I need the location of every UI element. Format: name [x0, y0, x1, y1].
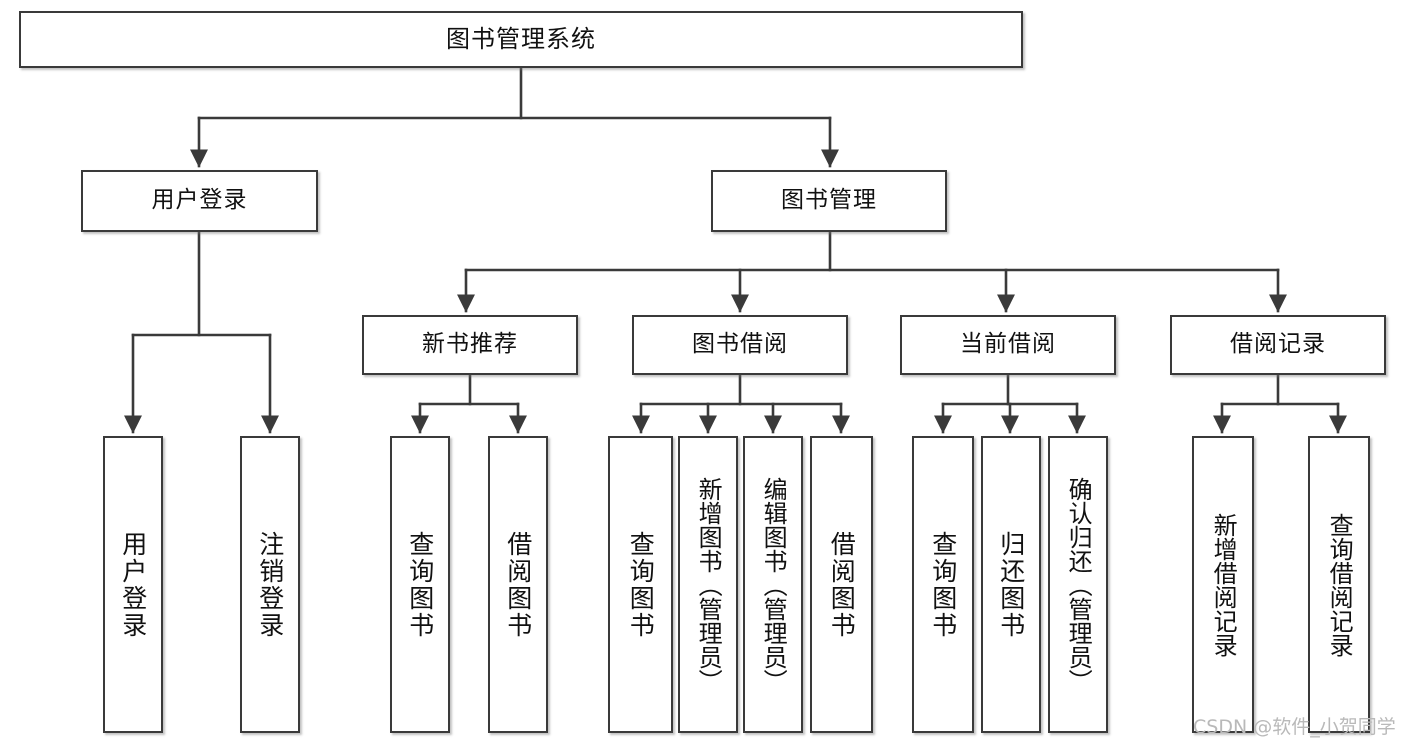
node-leaf-query-book-current[interactable]: 查询图书 [912, 436, 974, 733]
node-leaf-borrow-book[interactable]: 借阅图书 [810, 436, 873, 733]
node-book-management[interactable]: 图书管理 [711, 170, 947, 232]
node-current-borrow[interactable]: 当前借阅 [900, 315, 1116, 375]
csdn-watermark: CSDN @软件_小贺同学 [1193, 716, 1396, 738]
node-leaf-return-book[interactable]: 归还图书 [981, 436, 1041, 733]
node-leaf-confirm-return-admin[interactable]: 确认归还（管理员） [1048, 436, 1108, 733]
node-user-login[interactable]: 用户登录 [81, 170, 318, 232]
node-root-system[interactable]: 图书管理系统 [19, 11, 1023, 68]
node-leaf-user-login[interactable]: 用户登录 [103, 436, 163, 733]
node-leaf-query-book-recommend[interactable]: 查询图书 [390, 436, 450, 733]
node-leaf-query-book-borrow[interactable]: 查询图书 [608, 436, 673, 733]
node-book-borrow[interactable]: 图书借阅 [632, 315, 848, 375]
node-leaf-add-book-admin[interactable]: 新增图书（管理员） [678, 436, 738, 733]
node-leaf-logout[interactable]: 注销登录 [240, 436, 300, 733]
node-new-book-recommend[interactable]: 新书推荐 [362, 315, 578, 375]
node-leaf-add-borrow-record[interactable]: 新增借阅记录 [1192, 436, 1254, 733]
node-leaf-query-borrow-record[interactable]: 查询借阅记录 [1308, 436, 1370, 733]
node-leaf-borrow-book-recommend[interactable]: 借阅图书 [488, 436, 548, 733]
node-borrow-record[interactable]: 借阅记录 [1170, 315, 1386, 375]
node-leaf-edit-book-admin[interactable]: 编辑图书（管理员） [743, 436, 803, 733]
